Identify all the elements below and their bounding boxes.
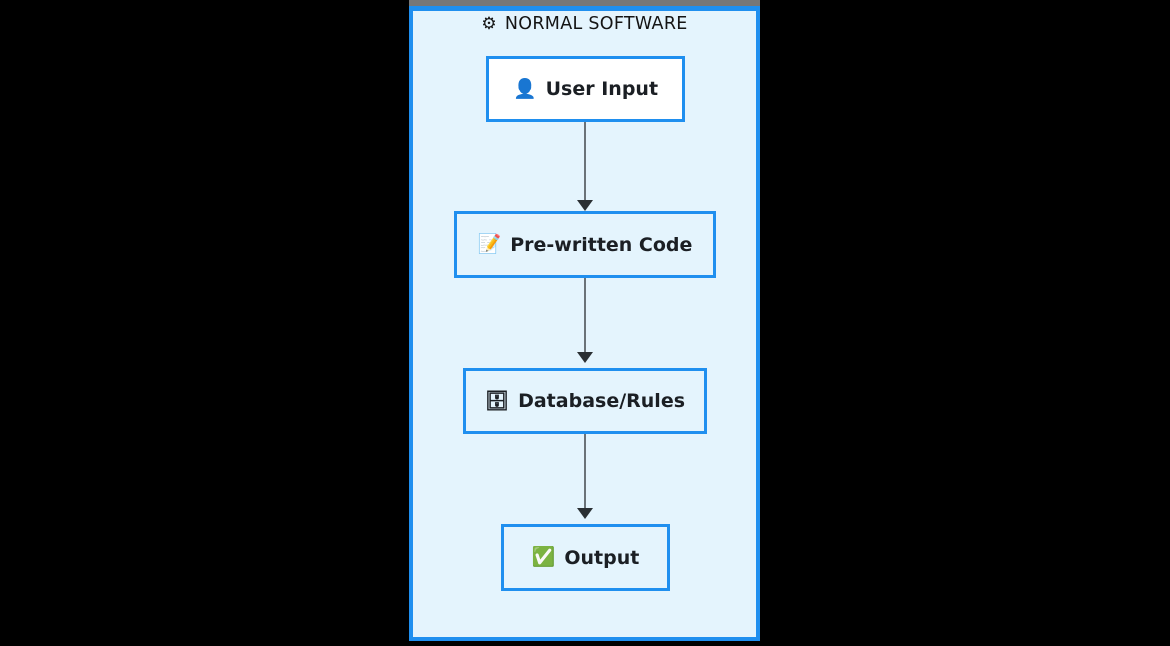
node-database-rules-label: Database/Rules <box>518 390 686 412</box>
check-mark-button-icon: ✅ <box>531 546 556 568</box>
connector-database-rules-to-output <box>584 434 586 512</box>
panel-title-text: NORMAL SOFTWARE <box>504 14 688 34</box>
panel-top-bar <box>409 0 760 6</box>
node-user-input-label: User Input <box>545 78 659 100</box>
memo-pencil-icon: 📝 <box>477 233 502 255</box>
node-prewritten-code-label: Pre-written Code <box>510 233 693 256</box>
arrowhead-down-icon <box>577 508 593 519</box>
connector-prewritten-code-to-database-rules <box>584 278 586 356</box>
arrowhead-down-icon <box>577 200 593 211</box>
arrowhead-down-icon <box>577 352 593 363</box>
panel-top-border <box>409 6 760 11</box>
gear-icon: ⚙ <box>481 13 497 34</box>
person-icon: 👤 <box>512 77 537 100</box>
node-database-rules[interactable]: 🗄 Database/Rules <box>463 368 707 434</box>
connector-user-input-to-prewritten-code <box>584 122 586 205</box>
node-prewritten-code[interactable]: 📝 Pre-written Code <box>454 211 716 278</box>
node-output[interactable]: ✅ Output <box>501 524 670 591</box>
file-cabinet-icon: 🗄 <box>484 389 510 412</box>
node-output-label: Output <box>564 546 640 569</box>
node-user-input[interactable]: 👤 User Input <box>486 56 685 122</box>
panel-title: ⚙ NORMAL SOFTWARE <box>409 11 760 37</box>
